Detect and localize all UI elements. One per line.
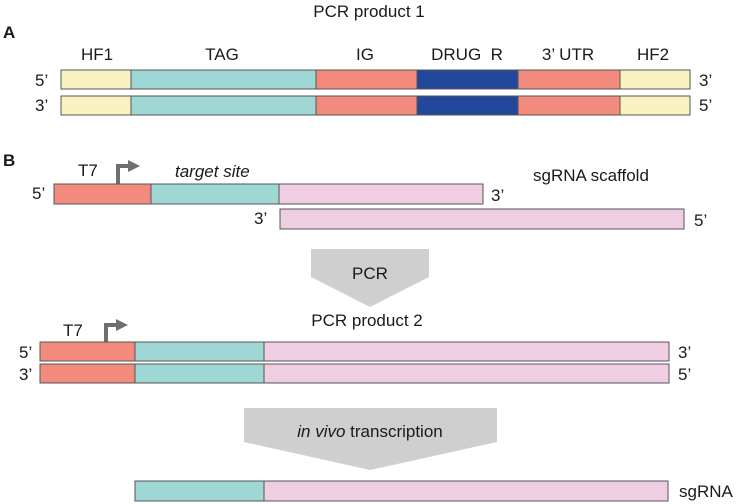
strand2-left-end: 3’ <box>35 96 48 115</box>
oligo-top-left-end: 5’ <box>32 184 45 203</box>
strand2-right-end: 5’ <box>699 96 712 115</box>
pcr-product-2-top-strand <box>39 341 670 362</box>
oligo-bottom-right-end: 5’ <box>694 211 707 230</box>
pcr-product-2-bottom-strand <box>39 363 670 384</box>
segment-target-site <box>134 341 265 362</box>
segment-ig <box>315 95 418 116</box>
t7-promoter-arrow-icon-2 <box>104 323 118 342</box>
segment-hf2 <box>619 69 691 90</box>
pcr-arrow-label: PCR <box>352 264 388 283</box>
segment-target-site <box>134 363 265 384</box>
product2-bottom-right-end: 5’ <box>678 365 691 384</box>
segment-scaffold-strand <box>279 208 685 230</box>
product2-top-left-end: 5’ <box>19 343 32 362</box>
product2-bottom-left-end: 3’ <box>19 365 32 384</box>
t7-promoter-arrow-icon <box>116 164 130 184</box>
segment-t7 <box>39 363 136 384</box>
panel-a-title: PCR product 1 <box>313 2 425 21</box>
sgrna-label: sgRNA <box>679 482 734 501</box>
oligo-top-strand <box>53 183 484 205</box>
segment-t7 <box>53 183 152 205</box>
segment-3utr <box>517 95 621 116</box>
pcr-product-2-title: PCR product 2 <box>311 311 423 330</box>
segment-target-site <box>134 480 265 502</box>
t7-promoter-arrowhead-icon-2 <box>116 319 128 331</box>
panel-a-letter: A <box>3 23 15 42</box>
target-site-label: target site <box>175 162 250 181</box>
header-3utr: 3’ UTR <box>542 45 594 64</box>
sgrna-scaffold-label: sgRNA scaffold <box>533 166 649 185</box>
segment-tag <box>130 95 317 116</box>
segment-target-site <box>150 183 280 205</box>
pcr-product-2-t7-label: T7 <box>63 321 83 340</box>
segment-tag <box>130 69 317 90</box>
transcription-arrow-label: in vivo transcription <box>297 422 443 441</box>
segment-drug-r <box>416 69 519 90</box>
transcription-text: transcription <box>345 422 442 441</box>
product2-top-right-end: 3’ <box>678 343 691 362</box>
segment-3utr <box>517 69 621 90</box>
sgrna-product <box>134 480 669 502</box>
pcr-product-1-top-strand <box>60 69 691 90</box>
strand1-right-end: 3’ <box>699 71 712 90</box>
segment-hf1 <box>60 69 132 90</box>
t7-label: T7 <box>78 161 98 180</box>
header-hf1: HF1 <box>81 45 113 64</box>
in-vivo-text: in vivo <box>297 422 345 441</box>
segment-hf1 <box>60 95 132 116</box>
header-hf2: HF2 <box>637 45 669 64</box>
transcription-arrow-icon <box>244 408 497 470</box>
segment-scaffold <box>263 480 669 502</box>
pcr-arrow-icon <box>311 249 429 307</box>
segment-hf2 <box>619 95 691 116</box>
oligo-bottom-left-end: 3’ <box>254 209 267 228</box>
segment-scaffold-overlap <box>278 183 484 205</box>
segment-scaffold <box>263 341 670 362</box>
panel-b-letter: B <box>3 151 15 170</box>
segment-scaffold <box>263 363 670 384</box>
header-ig: IG <box>356 45 374 64</box>
segment-ig <box>315 69 418 90</box>
header-tag: TAG <box>205 45 239 64</box>
oligo-top-right-end: 3’ <box>491 186 504 205</box>
pcr-product-1-bottom-strand <box>60 95 691 116</box>
header-drug-r: DRUG R <box>431 45 503 64</box>
strand1-left-end: 5’ <box>35 71 48 90</box>
t7-promoter-arrowhead-icon <box>128 160 140 172</box>
segment-drug-r <box>416 95 519 116</box>
segment-t7 <box>39 341 136 362</box>
